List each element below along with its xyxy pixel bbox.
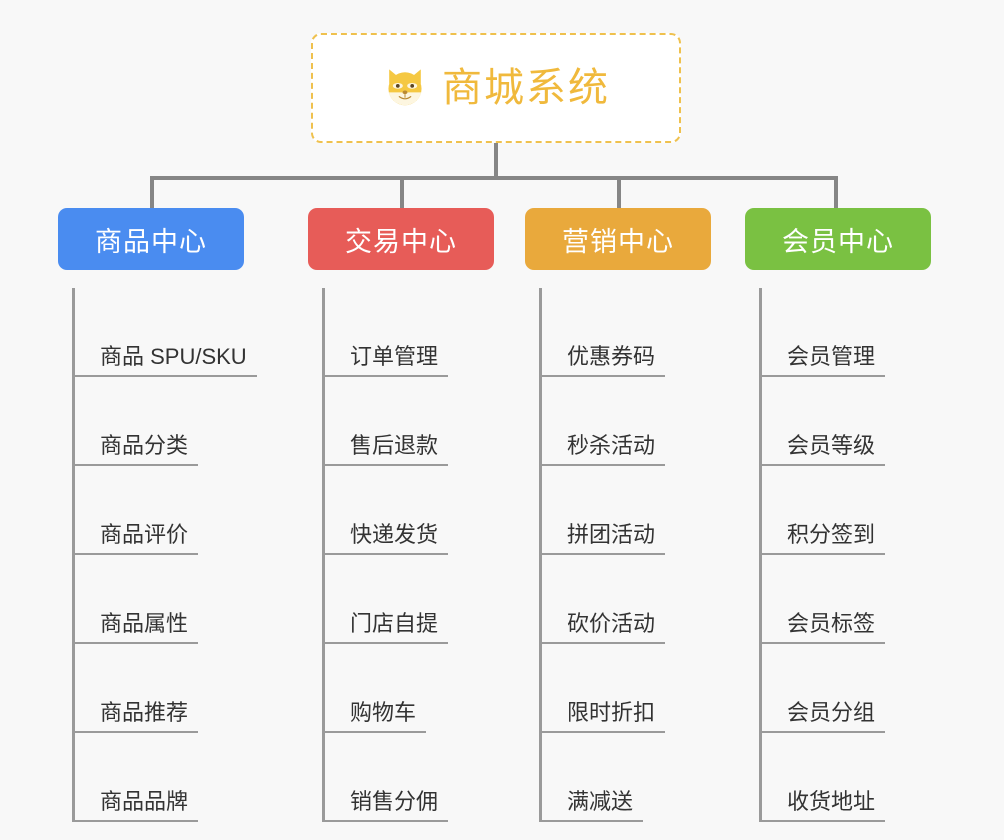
leaf-item[interactable]: 积分签到: [761, 466, 931, 555]
root-node[interactable]: 商城系统: [311, 33, 681, 143]
leaf-label: 商品属性: [74, 611, 199, 644]
leaf-label: 商品品牌: [74, 789, 199, 822]
leaf-label: 购物车: [324, 700, 427, 733]
leaf-label: 限时折扣: [541, 700, 666, 733]
connector-drop-1: [150, 176, 154, 210]
leaf-label: 快递发货: [324, 522, 449, 555]
category-column-3: 营销中心 优惠券码 秒杀活动 拼团活动 砍价活动 限时折扣 满减送: [525, 208, 711, 822]
leaf-item[interactable]: 秒杀活动: [541, 377, 711, 466]
leaf-item[interactable]: 快递发货: [324, 466, 494, 555]
leaf-item[interactable]: 商品分类: [74, 377, 244, 466]
leaf-list-2: 订单管理 售后退款 快递发货 门店自提 购物车 销售分佣: [308, 288, 494, 822]
leaf-label: 会员标签: [761, 611, 886, 644]
leaf-item[interactable]: 商品 SPU/SKU: [74, 288, 257, 377]
leaf-item[interactable]: 订单管理: [324, 288, 494, 377]
category-header-4[interactable]: 会员中心: [745, 208, 931, 270]
leaf-label: 门店自提: [324, 611, 449, 644]
leaf-item[interactable]: 会员分组: [761, 644, 931, 733]
leaf-label: 会员分组: [761, 700, 886, 733]
category-header-1[interactable]: 商品中心: [58, 208, 244, 270]
leaf-item[interactable]: 会员标签: [761, 555, 931, 644]
leaf-item[interactable]: 购物车: [324, 644, 494, 733]
leaf-label: 会员管理: [761, 344, 886, 377]
shiba-dog-face-icon: [388, 69, 422, 106]
leaf-label: 商品 SPU/SKU: [74, 344, 257, 377]
leaf-spine-2: [322, 288, 325, 822]
connector-drop-4: [834, 176, 838, 210]
leaf-label: 会员等级: [761, 433, 886, 466]
leaf-spine-1: [72, 288, 75, 822]
category-column-4: 会员中心 会员管理 会员等级 积分签到 会员标签 会员分组 收货地址: [745, 208, 931, 822]
root-title: 商城系统: [442, 66, 610, 110]
connector-root-stem: [494, 143, 498, 179]
leaf-label: 售后退款: [324, 433, 449, 466]
leaf-item[interactable]: 限时折扣: [541, 644, 711, 733]
leaf-label: 拼团活动: [541, 522, 666, 555]
leaf-item[interactable]: 会员管理: [761, 288, 931, 377]
leaf-item[interactable]: 售后退款: [324, 377, 494, 466]
leaf-label: 销售分佣: [324, 789, 449, 822]
leaf-label: 商品评价: [74, 522, 199, 555]
leaf-label: 积分签到: [761, 522, 886, 555]
leaf-list-3: 优惠券码 秒杀活动 拼团活动 砍价活动 限时折扣 满减送: [525, 288, 711, 822]
leaf-label: 满减送: [541, 789, 644, 822]
leaf-label: 砍价活动: [541, 611, 666, 644]
leaf-item[interactable]: 门店自提: [324, 555, 494, 644]
leaf-item[interactable]: 商品品牌: [74, 733, 244, 822]
leaf-label: 优惠券码: [541, 344, 666, 377]
leaf-spine-3: [539, 288, 542, 822]
category-header-3[interactable]: 营销中心: [525, 208, 711, 270]
leaf-item[interactable]: 拼团活动: [541, 466, 711, 555]
category-header-2[interactable]: 交易中心: [308, 208, 494, 270]
leaf-label: 收货地址: [761, 789, 886, 822]
leaf-item[interactable]: 优惠券码: [541, 288, 711, 377]
leaf-item[interactable]: 商品推荐: [74, 644, 244, 733]
leaf-item[interactable]: 销售分佣: [324, 733, 494, 822]
leaf-item[interactable]: 商品属性: [74, 555, 244, 644]
leaf-label: 商品推荐: [74, 700, 199, 733]
leaf-item[interactable]: 商品评价: [74, 466, 244, 555]
leaf-item[interactable]: 会员等级: [761, 377, 931, 466]
connector-drop-2: [400, 176, 404, 210]
leaf-item[interactable]: 收货地址: [761, 733, 931, 822]
connector-drop-3: [617, 176, 621, 210]
leaf-list-1: 商品 SPU/SKU 商品分类 商品评价 商品属性 商品推荐 商品品牌: [58, 288, 257, 822]
leaf-label: 秒杀活动: [541, 433, 666, 466]
leaf-item[interactable]: 砍价活动: [541, 555, 711, 644]
category-column-1: 商品中心 商品 SPU/SKU 商品分类 商品评价 商品属性 商品推荐 商品品牌: [58, 208, 257, 822]
leaf-label: 订单管理: [324, 344, 449, 377]
leaf-label: 商品分类: [74, 433, 199, 466]
category-column-2: 交易中心 订单管理 售后退款 快递发货 门店自提 购物车 销售分佣: [308, 208, 494, 822]
connector-horizontal-bus: [150, 176, 838, 180]
leaf-item[interactable]: 满减送: [541, 733, 711, 822]
leaf-spine-4: [759, 288, 762, 822]
leaf-list-4: 会员管理 会员等级 积分签到 会员标签 会员分组 收货地址: [745, 288, 931, 822]
